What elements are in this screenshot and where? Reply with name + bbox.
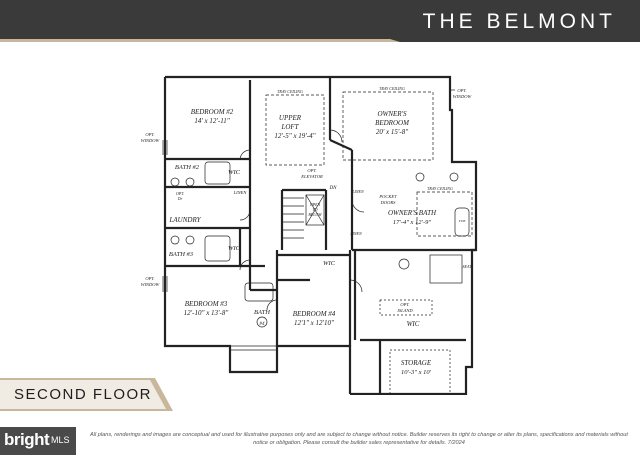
opt-dr-b: Dr xyxy=(177,196,183,201)
bedroom2-dims: 14' x 12'-11" xyxy=(194,117,229,125)
floor-plan: BEDROOM #2 14' x 12'-11" UPPER LOFT 12'-… xyxy=(141,75,478,395)
bath3-label: BATH #3 xyxy=(169,251,194,258)
bath4-label: BATH xyxy=(254,309,270,316)
bath2-label: BATH #2 xyxy=(175,164,200,171)
wic-bedroom4: WIC xyxy=(323,260,336,267)
storage-name: STORAGE xyxy=(401,359,432,367)
tub-label: TUB xyxy=(459,219,466,223)
bedroom2-name: BEDROOM #2 xyxy=(191,108,234,116)
stair-dn: DN xyxy=(329,186,338,191)
bedroom4-dims: 12'1" x 12'10" xyxy=(294,319,334,327)
storage-dims: 10'-3" x 10' xyxy=(401,369,432,376)
pocket-doors-b: DOORS xyxy=(380,200,396,205)
linen-3: LINEN xyxy=(351,189,364,194)
loft-name1: UPPER xyxy=(279,114,302,122)
loft-tray-ceiling: TRAY CEILING xyxy=(277,89,303,94)
floor-label-banner: SECOND FLOOR xyxy=(0,378,173,411)
owners-bath-name: OWNER'S BATH xyxy=(388,209,437,217)
owners-bath-dims: 17'-4" x 12'-9" xyxy=(393,219,431,226)
loft-name2: LOFT xyxy=(280,123,299,131)
opt-island-2: ISLAND xyxy=(396,308,413,313)
opt-window-left2-b: WINDOW xyxy=(141,282,161,287)
wic-bedroom2: WIC xyxy=(228,169,241,176)
loft-dims: 12'-5" x 19'-4" xyxy=(274,132,315,140)
owners-bedroom-name1: OWNER'S xyxy=(377,110,407,118)
plan-title: THE BELMONT xyxy=(422,10,616,33)
owners-bedroom-name2: BEDROOM xyxy=(375,119,410,127)
floor-label-background xyxy=(0,378,173,411)
bedroom3-name: BEDROOM #3 xyxy=(185,300,228,308)
linen-1: LINEN xyxy=(233,190,248,195)
bright-logo-text: bright xyxy=(4,430,50,449)
open-to-below-a: OPEN xyxy=(310,202,321,207)
opt-elevator-a: OPT. xyxy=(307,168,316,173)
opt-window-right-a: OPT. xyxy=(457,88,466,93)
opt-island-1: OPT. xyxy=(400,302,409,307)
open-to-below-b: TO xyxy=(312,207,317,212)
opt-window-right-b: WINDOW xyxy=(453,94,473,99)
header-banner: THE BELMONT xyxy=(0,0,640,48)
bath-tray-ceiling: TRAY CEILING xyxy=(427,186,453,191)
linen-2: LINEN xyxy=(349,231,362,236)
header-background xyxy=(0,0,640,48)
pocket-doors-a: POCKET xyxy=(378,194,397,199)
bath4-number: #4 xyxy=(260,322,266,327)
bedroom4-name: BEDROOM #4 xyxy=(293,310,336,318)
wic-bedroom3: WIC xyxy=(228,245,241,252)
owners-bedroom-dims: 20' x 15'-8" xyxy=(376,128,408,136)
opt-elevator-b: ELEVATOR xyxy=(300,174,323,179)
laundry-label: LAUNDRY xyxy=(169,216,202,224)
bedroom3-dims: 12'-10" x 13'-8" xyxy=(184,309,229,317)
disclaimer-text: All plans, renderings and images are con… xyxy=(90,432,628,446)
opt-window-left1-b: WINDOW xyxy=(141,138,161,143)
opt-window-left1-a: OPT. xyxy=(145,132,154,137)
open-to-below-c: BELOW xyxy=(308,212,322,217)
opt-dr-a: OPT. xyxy=(176,191,184,196)
owners-wic: WIC xyxy=(407,320,420,328)
opt-window-left2-a: OPT. xyxy=(145,276,154,281)
floor-label-text: SECOND FLOOR xyxy=(14,386,153,403)
bright-mls-logo: bright MLS xyxy=(0,427,76,455)
seat-label: SEAT xyxy=(463,264,473,269)
bright-logo-suffix: MLS xyxy=(51,435,70,445)
owner-tray-ceiling: TRAY CEILING xyxy=(379,86,405,91)
